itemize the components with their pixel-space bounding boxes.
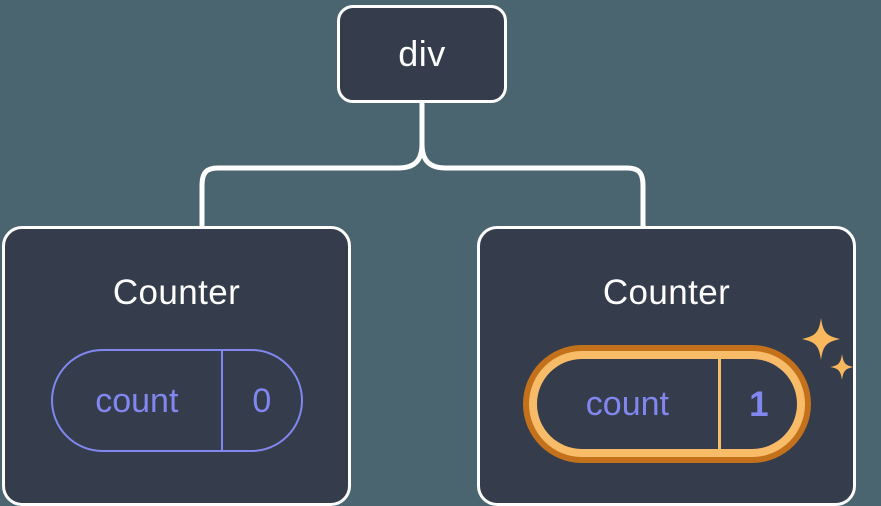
- node-counter-right-label: Counter: [602, 273, 731, 312]
- state-key-label: count: [585, 385, 669, 423]
- node-div[interactable]: div: [337, 5, 507, 103]
- state-pill-right-highlight-ring[interactable]: count 1: [522, 345, 811, 463]
- edge-to-right-counter: [419, 143, 646, 226]
- node-div-label: div: [398, 33, 446, 74]
- state-pill-left[interactable]: count 0: [50, 349, 303, 452]
- state-pill-right-wrap: count 1: [480, 345, 853, 463]
- state-value-label: 0: [252, 381, 272, 420]
- state-key-label: count: [95, 381, 179, 420]
- state-value-label: 1: [749, 384, 769, 424]
- node-counter-left[interactable]: Counter count 0: [2, 226, 351, 506]
- diagram-canvas: div Counter count 0 Counter cou: [2, 5, 856, 506]
- edge-to-left-counter: [199, 143, 425, 226]
- state-pill-right: count 1: [536, 359, 797, 449]
- state-pill-left-value-cell: 0: [221, 351, 300, 450]
- node-counter-right[interactable]: Counter count 1: [477, 226, 856, 506]
- state-pill-left-wrap: count 0: [5, 349, 348, 452]
- node-counter-left-label: Counter: [112, 273, 241, 312]
- state-pill-right-key-cell: count: [537, 359, 719, 449]
- state-pill-right-inner-ring: count 1: [528, 351, 805, 457]
- state-pill-left-key-cell: count: [53, 351, 222, 450]
- state-pill-right-value-cell: 1: [718, 359, 796, 449]
